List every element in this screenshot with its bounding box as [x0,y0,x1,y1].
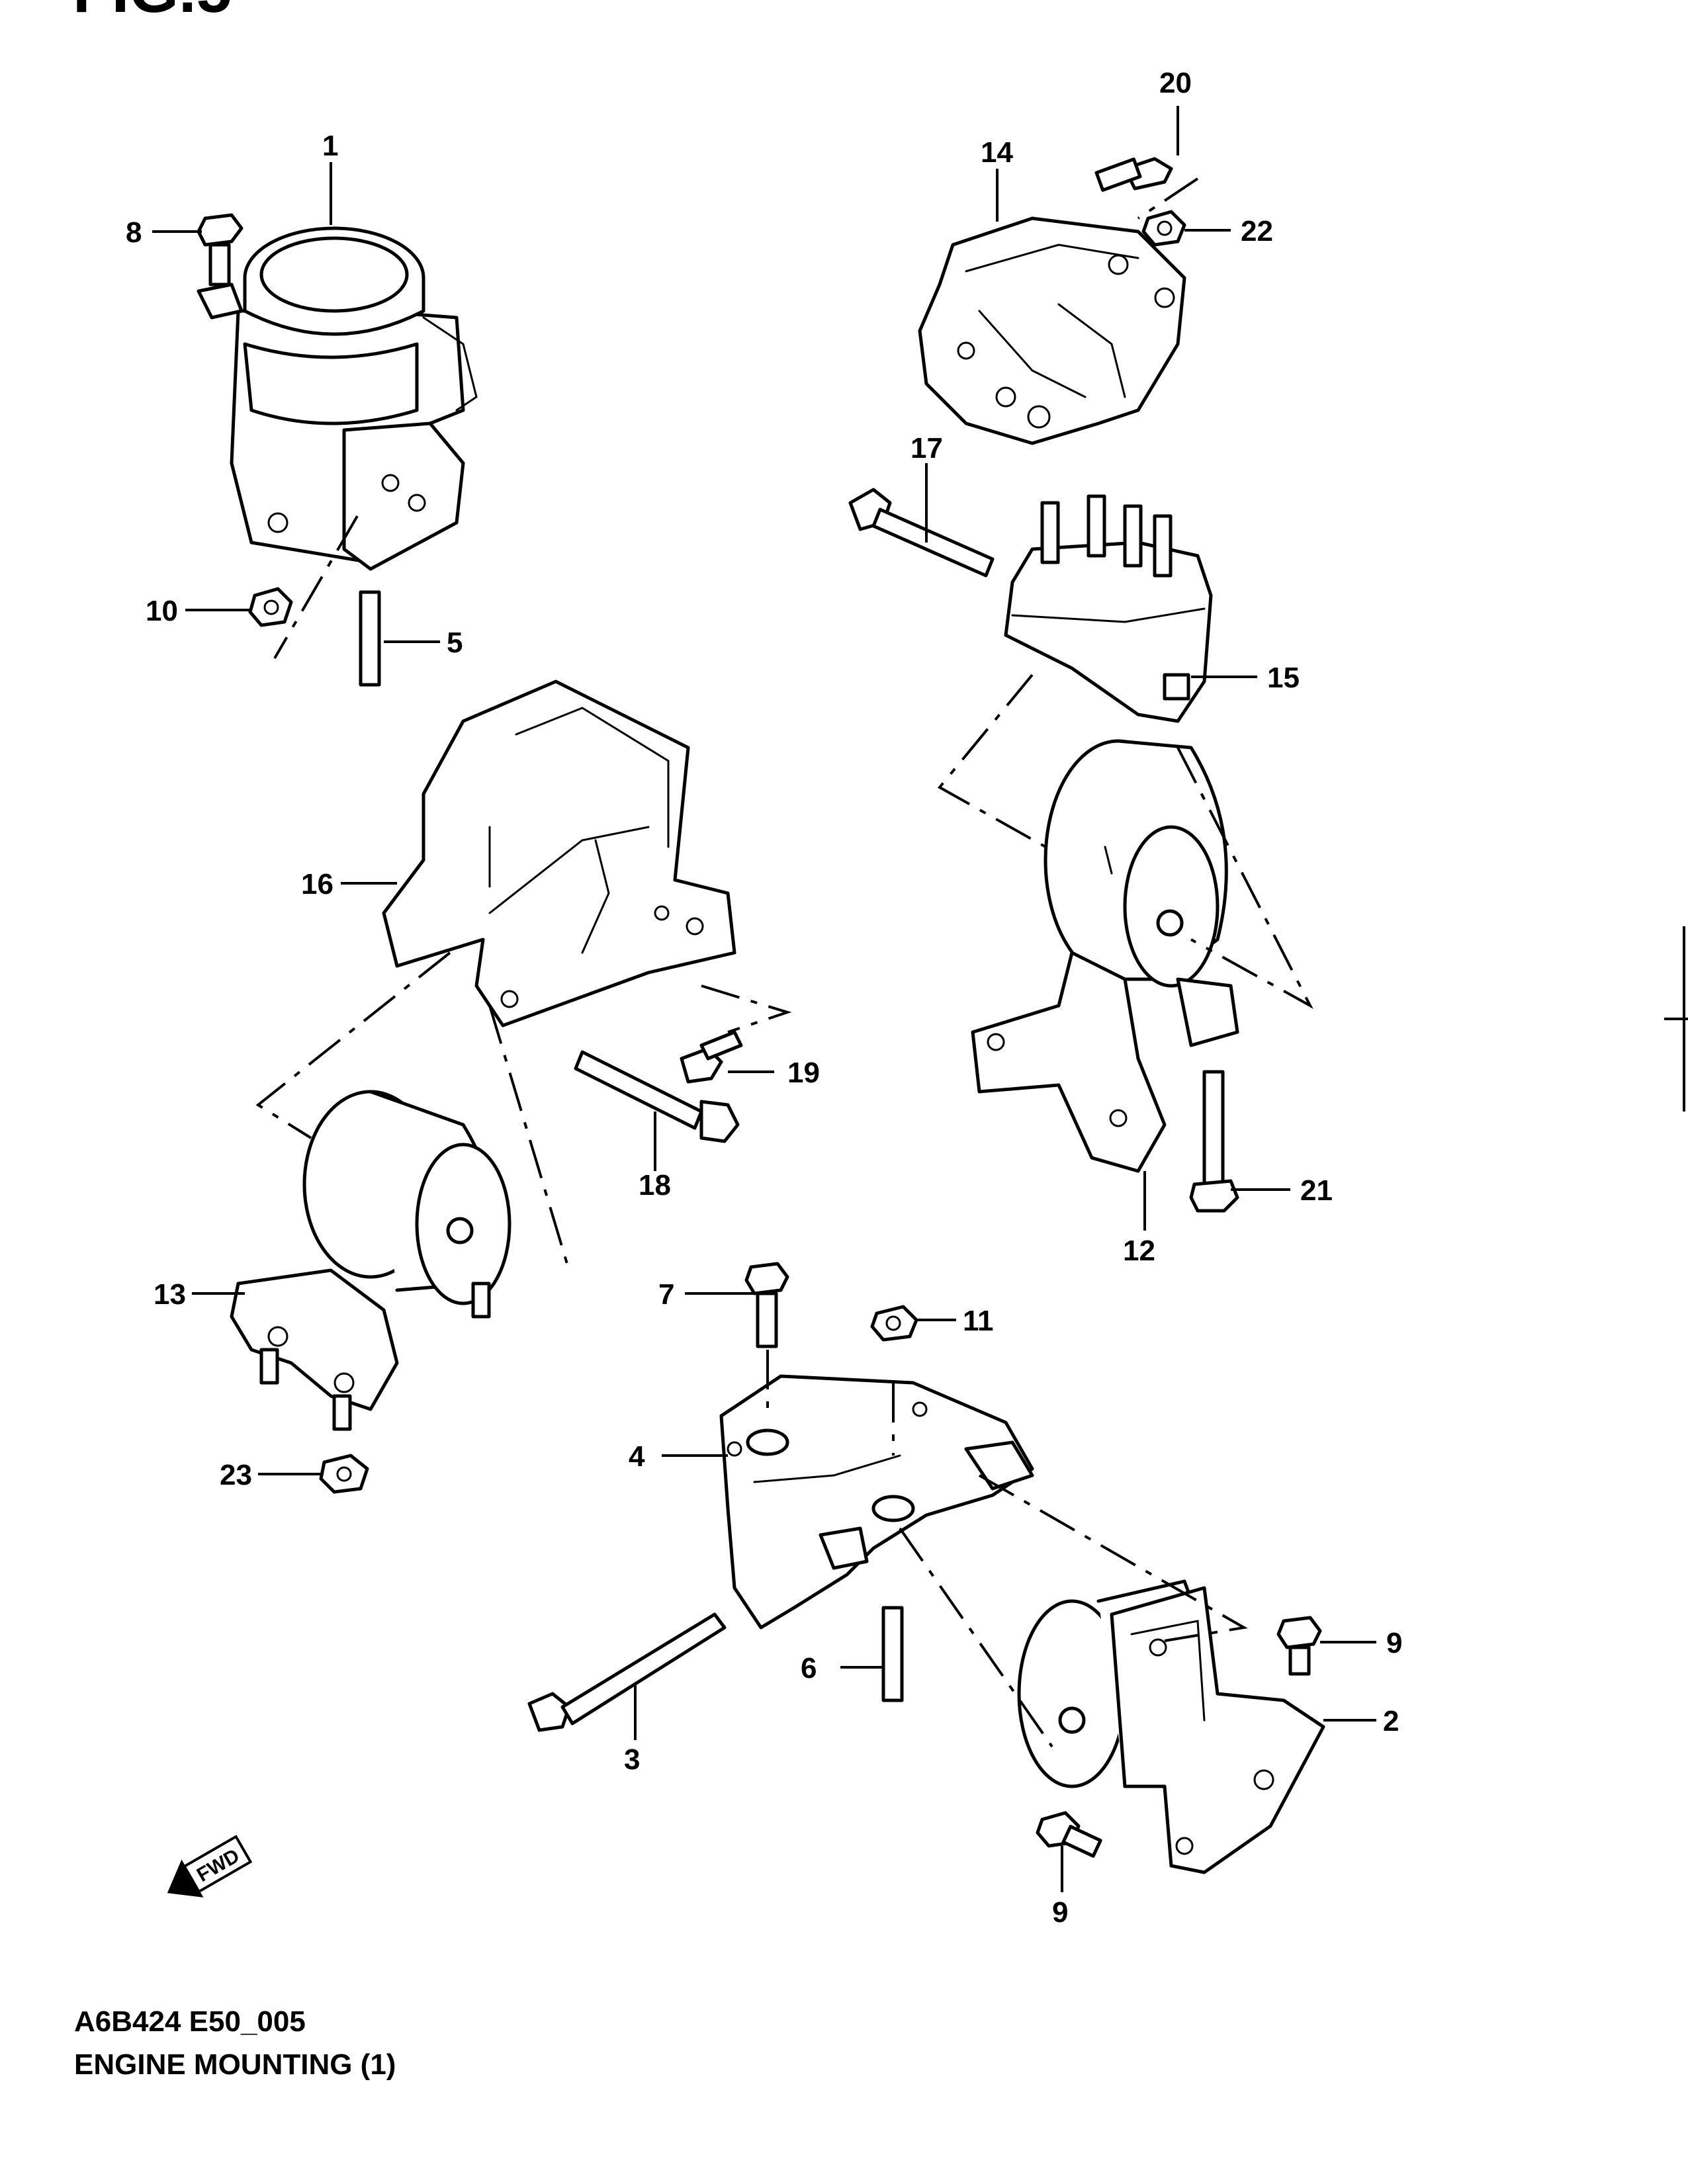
callout-20: 20 [1159,67,1192,99]
callout-10: 10 [146,595,178,627]
callout-14: 14 [981,136,1013,169]
part-16-bracket [382,679,736,1027]
alignment-lines [255,177,1313,1748]
callout-23: 23 [220,1459,252,1491]
callout-4: 4 [629,1440,645,1473]
part-9-bolt-upper [1276,1616,1322,1676]
callout-16: 16 [301,868,333,900]
drawing-title: ENGINE MOUNTING (1) [74,2048,396,2081]
callout-13: 13 [154,1278,186,1311]
callout-9-lower: 9 [1052,1896,1068,1929]
part-19-bolt [680,1030,743,1084]
part-6-stud [881,1606,904,1702]
callout-labels: 1 2 3 4 5 6 7 8 9 9 10 11 12 13 14 15 16… [126,67,1402,1929]
callout-12: 12 [1123,1235,1155,1267]
part-8-bolt [197,213,244,286]
callout-3: 3 [624,1743,640,1776]
part-14-bracket [918,216,1186,445]
drawing-code: A6B424 E50_005 [74,2005,306,2038]
part-7-bolt [744,1262,789,1348]
part-4-bracket [719,1374,1034,1630]
margin-mark [1664,926,1688,1112]
part-20-bolt [1094,157,1173,192]
part-18-bolt [574,1050,740,1143]
part-13-engine-mount [230,1090,511,1431]
part-2-engine-mount [1017,1579,1325,1874]
part-10-nut [248,587,293,627]
callout-18: 18 [639,1169,671,1201]
part-22-nut [1141,210,1186,247]
callout-21: 21 [1300,1174,1333,1207]
callout-2: 2 [1383,1705,1399,1737]
leader-lines [152,106,1376,1892]
callout-5: 5 [447,627,463,659]
part-5-stud [359,590,381,687]
callout-15: 15 [1267,662,1300,694]
callout-22: 22 [1241,215,1273,247]
part-21-bolt [1189,1070,1239,1213]
figure-label: FIG.5 [73,0,232,26]
callout-19: 19 [787,1057,820,1089]
part-12-engine-mount [971,739,1239,1173]
callout-11: 11 [963,1305,994,1337]
part-15-bracket [1004,494,1213,723]
part-17-bolt [848,488,995,578]
part-3-bolt [527,1612,727,1732]
callout-17: 17 [911,432,943,464]
callout-9-upper: 9 [1386,1627,1402,1659]
part-1-engine-mount [197,226,478,571]
callout-6: 6 [801,1652,817,1684]
part-9-bolt-lower [1036,1811,1102,1858]
callout-1: 1 [322,130,338,162]
part-23-nut [319,1454,369,1494]
callout-8: 8 [126,216,142,249]
fwd-arrow-icon: FWD [167,1835,253,1898]
part-11-nut [870,1305,918,1342]
callout-7: 7 [658,1278,674,1311]
